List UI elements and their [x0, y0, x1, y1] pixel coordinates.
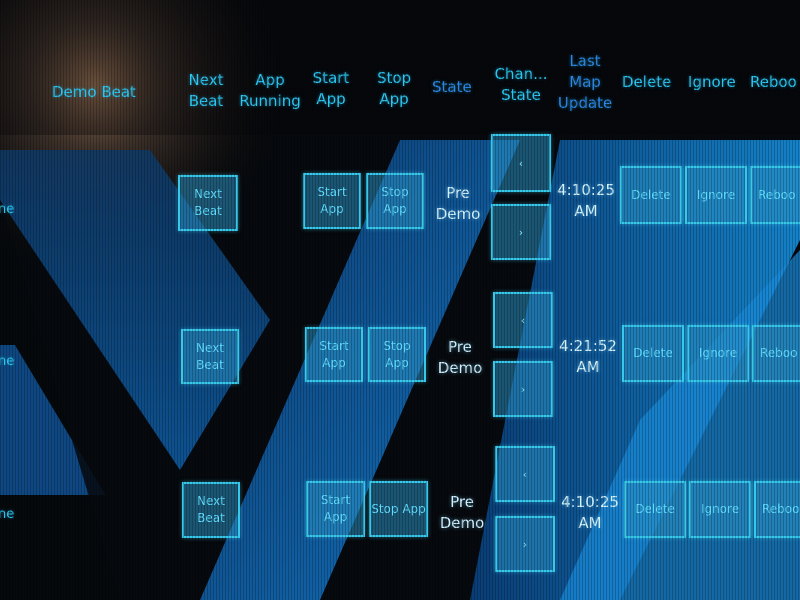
chevron-right-icon: › — [522, 537, 528, 551]
header-next-beat: Next Beat — [188, 71, 224, 110]
reboot-button[interactable]: Reboo — [754, 481, 800, 538]
header-reboot: Reboo — [750, 73, 797, 91]
chevron-right-icon: › — [520, 382, 526, 396]
header-stop-app: Stop App — [376, 69, 412, 108]
ignore-button[interactable]: Ignore — [685, 166, 747, 224]
row-label: ne — [0, 354, 15, 369]
header-ignore: Ignore — [688, 73, 736, 91]
header-last-map-update: Last Map Update — [557, 52, 613, 112]
stop-app-button[interactable]: Stop App — [368, 327, 426, 382]
header-state: State — [432, 78, 472, 96]
last-update-value: 4:10:25 AM — [557, 181, 615, 220]
start-app-button[interactable]: Start App — [303, 173, 361, 229]
state-value: Pre Demo — [435, 184, 481, 223]
next-beat-button[interactable]: Next Beat — [181, 329, 239, 384]
reboot-button[interactable]: Reboo — [752, 325, 800, 382]
state-next-button[interactable]: › — [495, 516, 555, 572]
delete-button[interactable]: Delete — [620, 166, 682, 224]
header-change-state: Chan... State — [494, 65, 548, 104]
state-value: Pre Demo — [439, 493, 485, 532]
state-prev-button[interactable]: ‹ — [495, 446, 555, 502]
last-update-value: 4:21:52 AM — [559, 337, 617, 376]
row-label: ne — [0, 202, 15, 217]
row-label: ne — [0, 507, 15, 522]
start-app-button[interactable]: Start App — [306, 481, 365, 537]
chevron-left-icon: ‹ — [520, 313, 526, 327]
state-next-button[interactable]: › — [491, 204, 551, 260]
state-value: Pre Demo — [437, 338, 483, 377]
delete-button[interactable]: Delete — [622, 325, 684, 382]
chevron-left-icon: ‹ — [522, 467, 528, 481]
chevron-right-icon: › — [518, 225, 524, 239]
delete-button[interactable]: Delete — [624, 481, 686, 538]
state-next-button[interactable]: › — [493, 361, 553, 417]
last-update-value: 4:10:25 AM — [561, 493, 619, 532]
stop-app-button[interactable]: Stop App — [369, 481, 428, 537]
header-start-app: Start App — [312, 69, 350, 108]
header-demo-beat: Demo Beat — [52, 83, 136, 101]
header-app-running: App Running — [239, 71, 301, 110]
state-prev-button[interactable]: ‹ — [493, 292, 553, 348]
ignore-button[interactable]: Ignore — [687, 325, 749, 382]
state-prev-button[interactable]: ‹ — [491, 134, 551, 192]
next-beat-button[interactable]: Next Beat — [178, 175, 238, 231]
start-app-button[interactable]: Start App — [305, 327, 363, 382]
next-beat-button[interactable]: Next Beat — [182, 482, 240, 538]
ignore-button[interactable]: Ignore — [689, 481, 751, 538]
reboot-button[interactable]: Reboo — [750, 166, 800, 224]
chevron-left-icon: ‹ — [518, 156, 524, 170]
stop-app-button[interactable]: Stop App — [366, 173, 424, 229]
header-delete: Delete — [622, 73, 672, 91]
